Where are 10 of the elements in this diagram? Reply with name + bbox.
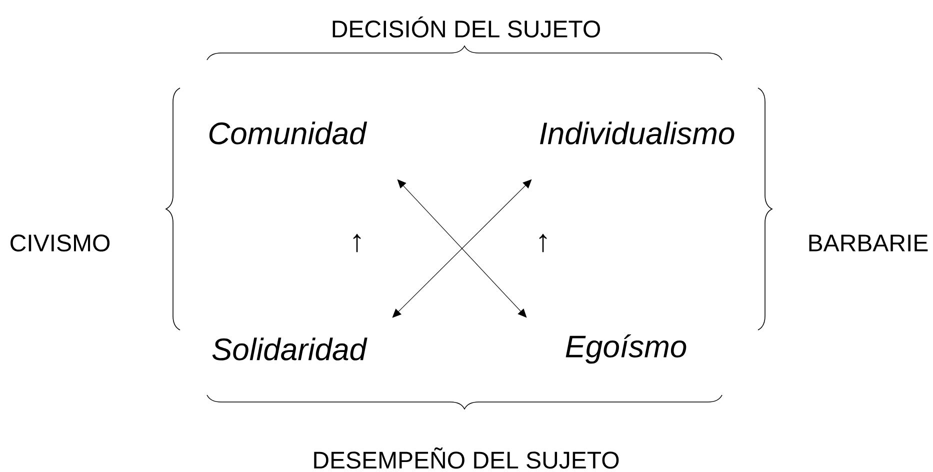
side-label: CIVISMO (10, 234, 110, 252)
term-label: Solidaridad (212, 338, 368, 360)
side-label: DESEMPEÑO DEL SUJETO (314, 447, 619, 469)
term-label: Comunidad (209, 122, 368, 144)
up-arrow-symbol: ↑ (539, 234, 547, 252)
side-label: DECISIÓN DEL SUJETO (332, 16, 600, 38)
up-arrow-symbol: ↑ (353, 234, 361, 252)
term-label: Egoísmo (566, 334, 686, 364)
side-label: BARBARIE (809, 234, 928, 252)
term-label: Individualismo (540, 122, 734, 144)
